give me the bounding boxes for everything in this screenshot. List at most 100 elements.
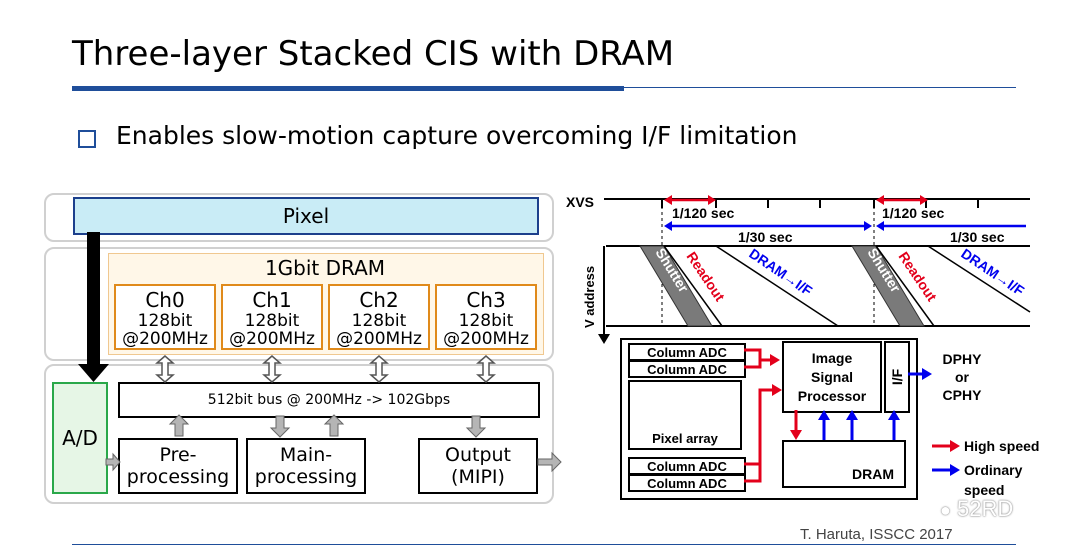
dram-bus-double-arrows xyxy=(155,355,496,383)
dram-channel-2: Ch2 128bit @200MHz xyxy=(328,284,430,350)
isp-line1: Image xyxy=(811,349,853,366)
ordinary-interval-arrows xyxy=(664,221,1026,231)
if-block: I/F xyxy=(884,341,910,413)
interval-label-2: 1/120 sec xyxy=(882,205,944,221)
preprocessing-line1: Pre- xyxy=(159,444,197,466)
isp-block: Image Signal Processor xyxy=(782,341,882,413)
wechat-icon: ● xyxy=(940,500,951,520)
output-block: Output (MIPI) xyxy=(418,438,538,494)
channel-name: Ch2 xyxy=(359,288,399,312)
output-out-arrow xyxy=(537,451,562,473)
channel-name: Ch0 xyxy=(145,288,185,312)
ordinary-speed-arrowheads xyxy=(818,368,960,476)
output-line2: (MIPI) xyxy=(451,466,505,488)
channel-freq: @200MHz xyxy=(229,329,315,349)
double-arrow-ch0 xyxy=(155,355,175,383)
column-adc-top-1: Column ADC xyxy=(628,343,746,361)
isp-line2: Signal xyxy=(810,368,853,385)
bus-block: 512bit bus @ 200MHz -> 102Gbps xyxy=(118,382,540,418)
channel-width: 128bit xyxy=(137,311,193,331)
arrowhead xyxy=(888,410,900,420)
bus-label: 512bit bus @ 200MHz -> 102Gbps xyxy=(207,392,451,408)
column-adc-label: Column ADC xyxy=(647,344,727,360)
title-underline xyxy=(72,86,624,91)
arrowhead xyxy=(770,354,780,366)
v-address-label: V address xyxy=(582,266,597,328)
adc-bottom-2-join xyxy=(744,464,762,483)
grey-flow-arrows xyxy=(105,414,562,473)
pixel-array-block: Pixel array xyxy=(628,380,742,450)
adc-bottom-to-isp-arrow xyxy=(744,388,772,466)
channel-name: Ch1 xyxy=(252,288,292,312)
bus-to-output-arrow xyxy=(465,415,487,438)
channel-freq: @200MHz xyxy=(336,329,422,349)
ad-label: A/D xyxy=(62,426,98,450)
v-address-axis-head xyxy=(598,334,610,344)
isp-line3: Processor xyxy=(797,387,867,404)
period-label-2: 1/30 sec xyxy=(950,229,1005,245)
channel-width: 128bit xyxy=(458,311,514,331)
page-title: Three-layer Stacked CIS with DRAM xyxy=(72,34,675,74)
channel-freq: @200MHz xyxy=(122,329,208,349)
main-to-bus-arrow xyxy=(323,414,345,437)
legend-ordinary-line2: speed xyxy=(964,482,1005,498)
xvs-label: XVS xyxy=(566,194,594,210)
interval-2-head-right xyxy=(920,195,928,205)
column-adc-bottom-2: Column ADC xyxy=(628,474,746,492)
ad-to-pre-arrow xyxy=(105,452,121,472)
arrowhead xyxy=(846,410,858,420)
footer-rule xyxy=(72,544,1016,545)
interval-1-head-right xyxy=(708,195,716,205)
period-label-1: 1/30 sec xyxy=(738,229,793,245)
cphy-label: CPHY xyxy=(942,387,982,403)
dram-title: 1Gbit DRAM xyxy=(264,256,386,280)
arrowhead xyxy=(790,430,802,440)
watermark-text: 52RD xyxy=(957,496,1014,521)
pixel-to-ad-arrow-head xyxy=(78,364,109,382)
pixel-label: Pixel xyxy=(282,204,330,228)
dram-small-label: DRAM xyxy=(852,466,894,482)
dram-channel-0: Ch0 128bit @200MHz xyxy=(114,284,216,350)
arrowhead xyxy=(772,384,782,396)
pixel-block: Pixel xyxy=(73,197,539,235)
bullet-square-icon xyxy=(78,130,96,148)
double-arrow-ch1 xyxy=(262,355,282,383)
arrowhead xyxy=(922,368,932,380)
interval-label-1: 1/120 sec xyxy=(672,205,734,221)
adc-top-2-join xyxy=(744,360,762,369)
channel-width: 128bit xyxy=(244,311,300,331)
double-arrow-ch3 xyxy=(476,355,496,383)
channel-width: 128bit xyxy=(351,311,407,331)
column-adc-top-2: Column ADC xyxy=(628,360,746,378)
column-adc-label: Column ADC xyxy=(647,361,727,377)
high-speed-arrowheads xyxy=(770,354,960,452)
dram-if-line-1 xyxy=(715,245,839,327)
high-speed-arrows xyxy=(744,348,950,483)
bullet-text: Enables slow-motion capture overcoming I… xyxy=(116,121,798,150)
watermark: ● 52RD xyxy=(940,496,1013,522)
dram-channel-1: Ch1 128bit @200MHz xyxy=(221,284,323,350)
column-adc-label: Column ADC xyxy=(647,458,727,474)
pixel-array-label: Pixel array xyxy=(652,431,718,446)
shutter-band-1 xyxy=(639,245,713,327)
bus-to-main-arrow xyxy=(269,415,291,438)
output-line1: Output xyxy=(445,444,511,466)
channel-freq: @200MHz xyxy=(443,329,529,349)
pixel-to-ad-arrow-shaft xyxy=(87,232,100,366)
legend-ordinary-line1: Ordinary xyxy=(964,462,1023,478)
column-adc-label: Column ADC xyxy=(647,475,727,491)
mainprocessing-block: Main- processing xyxy=(246,438,366,494)
arrowhead xyxy=(818,410,830,420)
period-1-head-right xyxy=(864,221,872,231)
period-2-head-left xyxy=(876,221,884,231)
dphy-label: DPHY xyxy=(942,351,982,367)
preprocessing-line2: processing xyxy=(126,466,230,488)
dram-if-line-2 xyxy=(927,245,1031,313)
citation: T. Haruta, ISSCC 2017 xyxy=(800,526,953,543)
arrowhead xyxy=(950,440,960,452)
channel-name: Ch3 xyxy=(466,288,506,312)
double-arrow-ch2 xyxy=(369,355,389,383)
readout-line-2 xyxy=(875,245,935,327)
dram-block-small: DRAM xyxy=(782,440,906,488)
